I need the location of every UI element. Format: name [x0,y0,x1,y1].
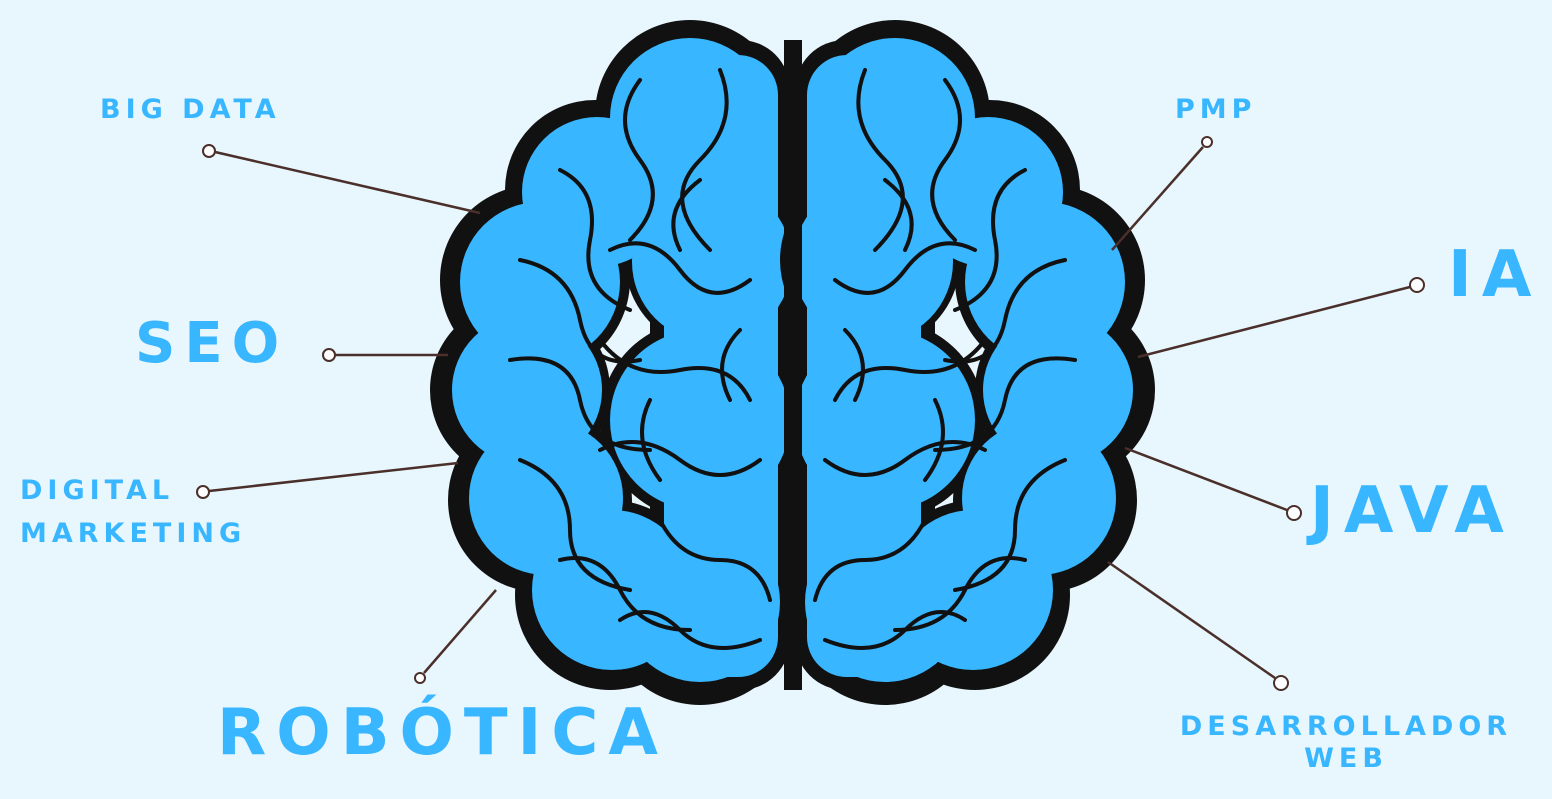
label-seo: SEO [135,315,288,374]
connector-robotica [415,590,496,683]
connector-desarrollador-web [1108,562,1288,690]
label-java: JAVA [1310,478,1514,545]
connector-digital-marketing [197,463,458,498]
connector-big-data [203,145,480,213]
label-pmp: PMP [1175,96,1256,124]
label-desarrollador-web: DESARROLLADOR WEB [1150,713,1542,774]
connector-seo [323,349,448,361]
connector-pmp [1112,137,1212,250]
label-desarrollador-web-line1: DESARROLLADOR [1150,713,1542,741]
label-digital-marketing-line1: DIGITAL [20,477,174,505]
brain-icon [430,20,1155,705]
label-big-data: BIG DATA [100,96,281,124]
label-robotica: ROBÓTICA [217,700,668,767]
label-desarrollador-web-line2: WEB [1150,745,1542,773]
connector-ia [1138,278,1424,357]
connector-java [1125,448,1301,520]
label-digital-marketing-line2: MARKETING [20,520,246,548]
label-ia: IA [1448,242,1541,309]
